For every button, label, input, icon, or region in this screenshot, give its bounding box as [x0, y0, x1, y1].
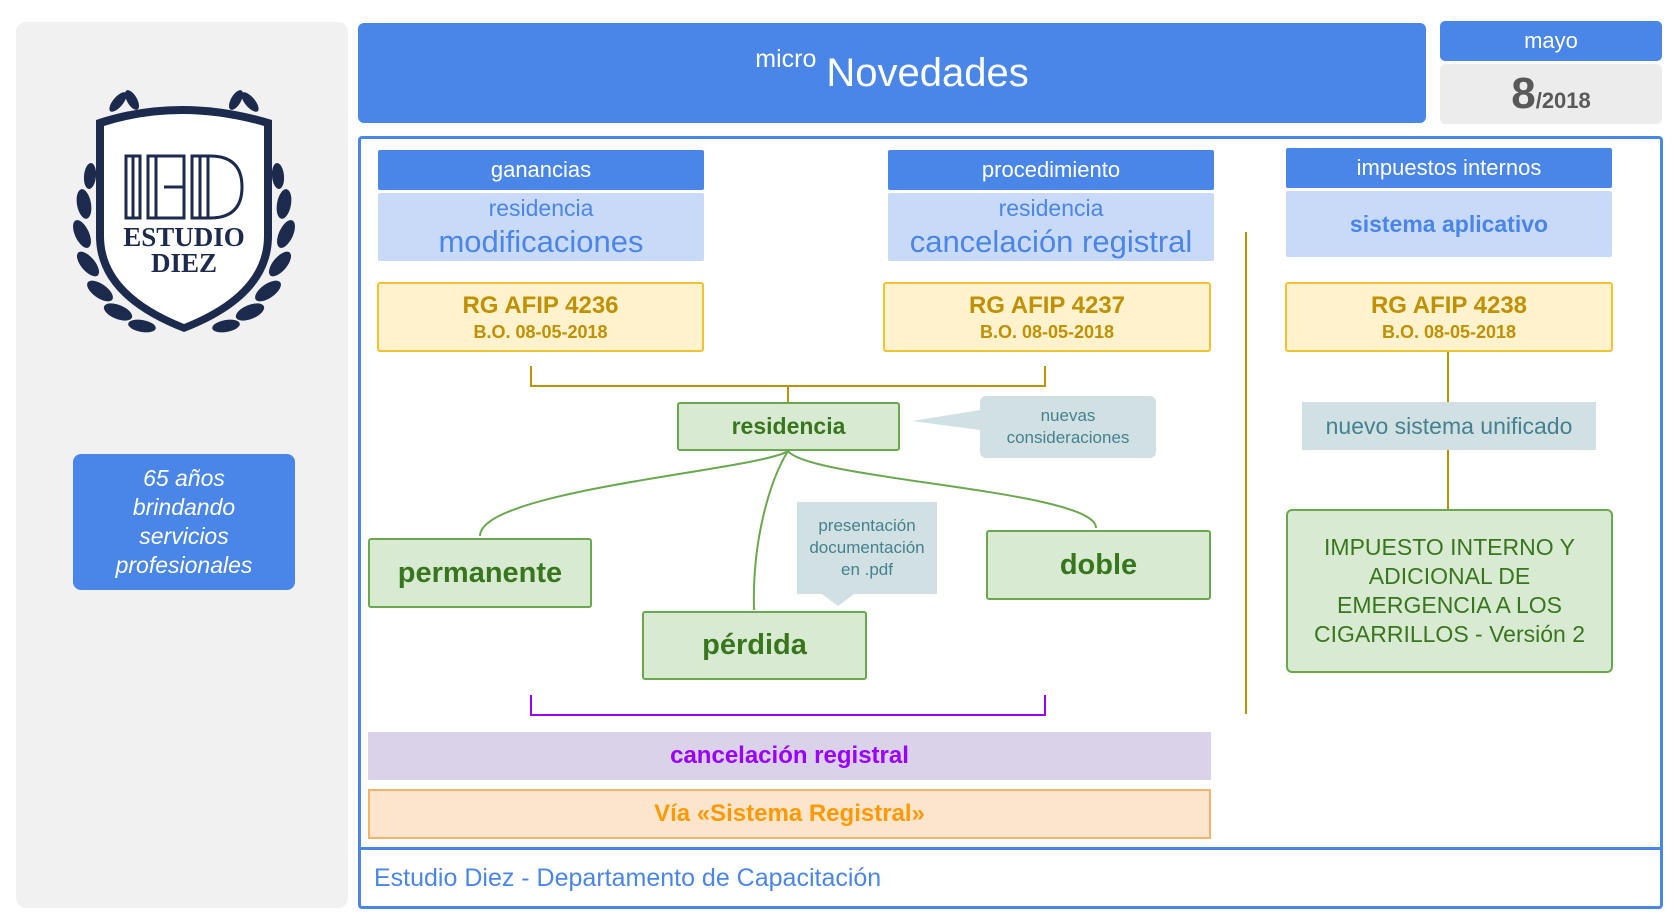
pdf-note: presentación documentación en .pdf — [797, 502, 937, 594]
logo-line1: ESTUDIO — [123, 221, 245, 252]
rg-number: RG AFIP 4236 — [462, 291, 619, 319]
header-micro: micro — [755, 44, 817, 73]
rg-date: B.O. 08-05-2018 — [979, 321, 1115, 342]
subject-box: residencia modificaciones — [378, 193, 704, 261]
footer-text: Estudio Diez - Departamento de Capacitac… — [374, 863, 882, 892]
tree-child-permanente: permanente — [368, 538, 592, 608]
via-sistema-registral-bar: Vía «Sistema Registral» — [368, 789, 1211, 839]
subject-line1: sistema aplicativo — [1349, 210, 1549, 237]
date-box: 8 /2018 — [1440, 64, 1662, 124]
note-line: en .pdf — [841, 560, 893, 579]
footer-divider — [358, 847, 1663, 850]
subject-line1: residencia — [488, 194, 594, 221]
tax-line: EMERGENCIA A LOS — [1337, 592, 1562, 618]
date-day: 8 — [1511, 69, 1536, 118]
subject-line2: modificaciones — [438, 223, 644, 259]
subject-line2: cancelación registral — [909, 223, 1193, 259]
rg-number: RG AFIP 4238 — [1370, 291, 1528, 319]
root-note: nuevas consideraciones — [980, 396, 1156, 458]
estudio-diez-logo: ESTUDIO DIEZ — [70, 86, 298, 344]
category-procedimiento: procedimiento — [888, 150, 1214, 190]
note-line: nuevas — [1040, 406, 1096, 425]
rg-date: B.O. 08-05-2018 — [1381, 321, 1517, 342]
subject-box: sistema aplicativo — [1286, 191, 1612, 257]
category-ganancias: ganancias — [378, 150, 704, 190]
subject-box: residencia cancelación registral — [888, 193, 1214, 261]
tagline-line: servicios — [139, 523, 229, 549]
tagline-box: 65 años brindando servicios profesionale… — [73, 454, 295, 590]
main-frame — [358, 136, 1663, 909]
tagline-line: profesionales — [115, 552, 253, 578]
rg-date: B.O. 08-05-2018 — [473, 321, 608, 342]
month-label: mayo — [1440, 21, 1662, 61]
subject-line1: residencia — [998, 194, 1104, 221]
tree-child-doble: doble — [986, 530, 1211, 600]
page-title: Novedades — [826, 50, 1029, 95]
tree-root: residencia — [677, 402, 900, 451]
date-year: /2018 — [1535, 88, 1591, 113]
tax-line: ADICIONAL DE — [1368, 563, 1531, 589]
note-line: consideraciones — [1006, 428, 1130, 447]
tagline-line: 65 años — [143, 465, 225, 491]
note-line: documentación — [809, 538, 925, 557]
category-impuestos-internos: impuestos internos — [1286, 148, 1612, 188]
cancel-registral-bar: cancelación registral — [368, 732, 1211, 780]
tax-line: IMPUESTO INTERNO Y — [1324, 534, 1575, 560]
tax-line: CIGARRILLOS - Versión 2 — [1314, 621, 1585, 647]
tagline-line: brindando — [132, 494, 236, 520]
logo-line2: DIEZ — [150, 247, 218, 278]
tax-description-box: IMPUESTO INTERNO Y ADICIONAL DE EMERGENC… — [1286, 509, 1613, 673]
rg-box: RG AFIP 4237 B.O. 08-05-2018 — [883, 282, 1211, 352]
note-line: presentación — [818, 516, 916, 535]
rg-number: RG AFIP 4237 — [968, 291, 1126, 319]
rg-box: RG AFIP 4236 B.O. 08-05-2018 — [377, 282, 704, 352]
header-banner: micro Novedades — [358, 23, 1426, 123]
unified-system-box: nuevo sistema unificado — [1302, 402, 1596, 450]
tree-child-perdida: pérdida — [642, 611, 867, 680]
rg-box: RG AFIP 4238 B.O. 08-05-2018 — [1285, 282, 1613, 352]
laurel-shield-icon — [73, 90, 295, 333]
